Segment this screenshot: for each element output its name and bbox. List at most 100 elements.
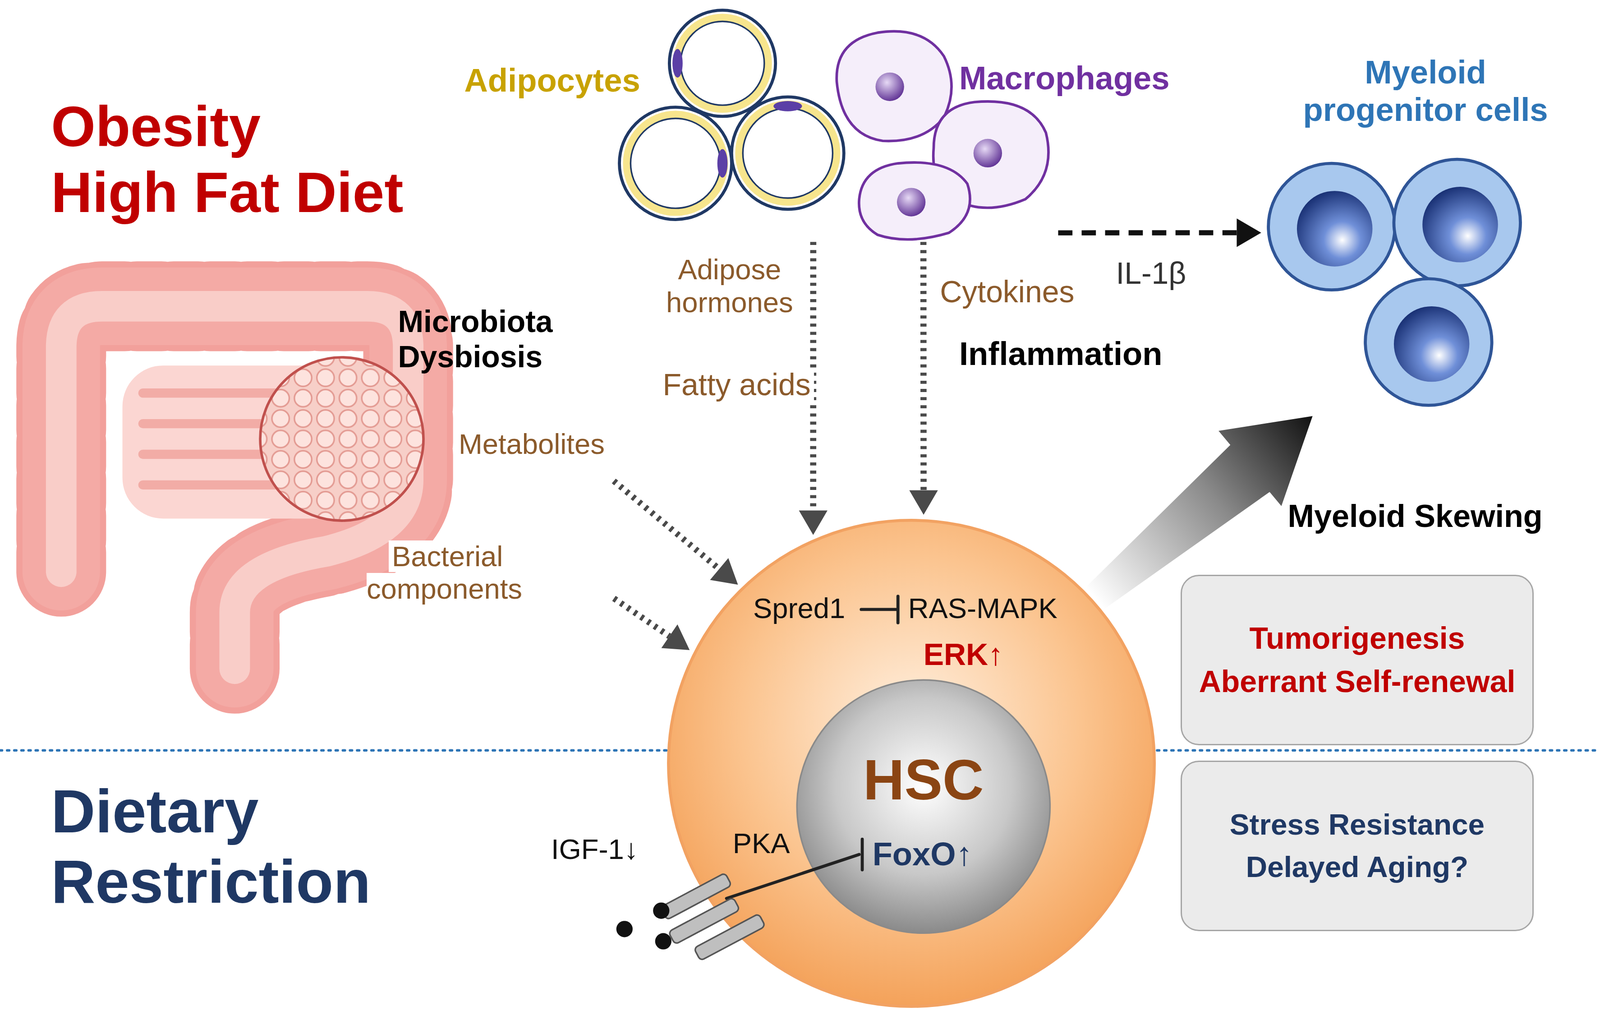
shape-path [61, 306, 409, 669]
shape-circle [738, 104, 837, 203]
arrow-head [909, 490, 938, 515]
macrophage-group: Macrophages [824, 25, 1057, 240]
outcome-box: TumorigenesisAberrant Self-renewal [1180, 574, 1534, 745]
shape-circle [1393, 159, 1521, 286]
connector-arrow [909, 241, 938, 515]
shape-line [861, 607, 897, 612]
outcome-text: Aberrant Self-renewal [1199, 663, 1516, 699]
shape-circle [619, 107, 732, 220]
shape-circle [652, 901, 670, 919]
connector-line [613, 597, 670, 636]
shape-circle [1422, 186, 1498, 263]
connector-line [1057, 229, 1237, 235]
shape-circle [626, 114, 725, 212]
connector-arrow [613, 597, 690, 650]
shape-circle [875, 72, 904, 102]
edge-label: Cytokines [930, 274, 1084, 310]
shape-circle [742, 108, 833, 198]
shape-rect [668, 896, 741, 944]
shape-line [726, 854, 860, 898]
adipocyte-group: Adipocytes [617, 4, 858, 240]
connector-arrow [1085, 415, 1313, 609]
arrow-head [799, 510, 828, 535]
shape-circle [1365, 278, 1493, 406]
node-text: ERK↑ [923, 636, 1047, 672]
signal-label: Adipose hormones [652, 252, 806, 319]
shape-ellipse [672, 49, 683, 78]
connector-arrow [1057, 218, 1261, 247]
shape-rect [122, 365, 368, 519]
myeloid-group: Myeloid progenitor cells [1265, 158, 1531, 414]
shape-circle [1268, 163, 1396, 290]
shape-circle [260, 357, 424, 521]
arrow-head [661, 624, 690, 650]
arrow-head [709, 557, 738, 585]
shape-circle [630, 118, 721, 209]
shape-line [860, 838, 865, 870]
node-text: Myeloid progenitor cells [1257, 53, 1595, 129]
shape-circle [616, 920, 633, 937]
shape-circle [676, 17, 769, 110]
edge-label: Bacterial components [354, 539, 538, 606]
gut-illustration [61, 306, 424, 669]
outcome-text: Delayed Aging? [1245, 849, 1469, 884]
inhibition-symbol [726, 596, 898, 899]
label-patch: Metabolites [455, 427, 608, 460]
arrow-head [1236, 218, 1261, 247]
process-label: Myeloid Skewing [1287, 497, 1595, 535]
igf-ligand [616, 901, 672, 949]
shape-ellipse [773, 101, 802, 112]
hsc-nucleus-circle: HSC FoxO↑ [795, 678, 1052, 934]
shape-circle [655, 932, 672, 949]
myeloid-cells [1268, 159, 1521, 405]
shape-circle [731, 96, 844, 210]
outcome-text: Stress Resistance [1229, 807, 1485, 842]
shape-circle [669, 10, 776, 117]
adipocyte-cells [619, 10, 844, 220]
edge-label: Metabolites [445, 427, 619, 461]
shape-rect [660, 872, 732, 920]
edge-label: Fatty acids [647, 367, 827, 403]
node-text: Spred1 [753, 591, 866, 625]
connector-line [613, 480, 720, 569]
shape-circle [1393, 306, 1470, 382]
node-text: HSC [821, 746, 1026, 813]
node-text: PKA [732, 826, 815, 860]
outcome-box: Stress ResistanceDelayed Aging? [1180, 760, 1534, 931]
shape-path [933, 101, 1049, 208]
shape-line [896, 596, 900, 623]
outcome-text: Tumorigenesis [1249, 620, 1466, 656]
shape-path [836, 31, 952, 141]
node-text: Macrophages [959, 59, 1215, 97]
condition-heading: Dietary Restriction [50, 775, 531, 917]
shape-rect [694, 913, 766, 961]
label-patch: Fatty acids [659, 367, 814, 402]
label-patch: Cytokines [937, 274, 1078, 309]
signal-label: IGF-1↓ [551, 832, 653, 866]
edge-label: IL-1β [1099, 255, 1202, 291]
shape-path [61, 306, 409, 669]
shape-circle [668, 520, 1155, 1007]
node-text: FoxO↑ [872, 834, 1016, 873]
shape-circle [796, 679, 1050, 933]
gut-group: Microbiota Dysbiosis [10, 275, 613, 664]
process-label: Inflammation [959, 334, 1235, 373]
connector-arrow [613, 480, 738, 585]
shape-path [61, 306, 409, 669]
shape-circle [260, 357, 424, 521]
connector-line [920, 241, 927, 491]
label-patch: Bacterial components [366, 540, 526, 605]
label-patch: IL-1β [1112, 256, 1190, 290]
shape-circle [680, 21, 765, 106]
shape-path [142, 392, 348, 485]
skewing-arrow [1085, 415, 1313, 609]
igf-receptor [660, 872, 766, 961]
node-text: RAS-MAPK [908, 591, 1082, 625]
condition-heading: Obesity High Fat Diet [50, 93, 582, 226]
hsc-outer-circle: Spred1 RAS-MAPK ERK↑ PKAHSC FoxO↑ [666, 518, 1157, 1008]
shape-circle [973, 138, 1003, 168]
node-text: Microbiota Dysbiosis [397, 303, 643, 375]
shape-circle [1296, 190, 1373, 267]
node-text: Adipocytes [464, 61, 669, 99]
